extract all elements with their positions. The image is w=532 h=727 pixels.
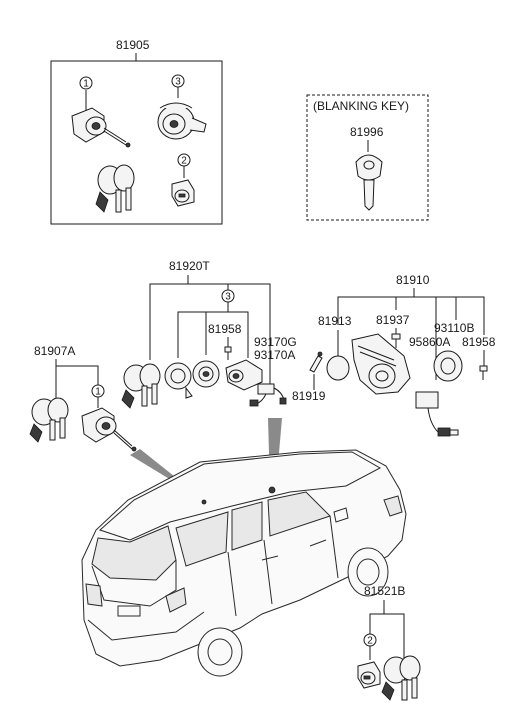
callout-3b-text: 3 [225,292,231,303]
key-set-81920T-icon [121,363,161,409]
vehicle-illustration [81,449,407,677]
label-93110B[interactable]: 93110B [434,321,474,335]
front-wheel-icon [347,547,389,597]
screw-81958-left-icon [224,346,232,360]
blanking-key-title[interactable]: (BLANKING KEY) [313,99,409,113]
glove-box-cylinder-icon [171,179,195,207]
pin-81919-icon [309,351,323,373]
key-set-81907A-icon [29,397,69,443]
rear-door-window-icon [231,501,263,551]
group-81905: 81905 1 3 2 [50,38,223,225]
rear-side-window-icon [175,511,229,567]
cover-81913-icon [326,355,350,381]
antenna-ring-icon [164,362,193,399]
lock-location-front-icon [268,486,276,494]
tail-light-right-icon [165,587,187,613]
group-81907A: 81907A 1 [29,344,137,452]
label-95860A[interactable]: 95860A [409,335,450,349]
steering-lock-body-icon [351,333,411,395]
callout-3-text: 3 [175,77,181,88]
rear-window-icon [91,525,177,581]
key-set-icon [95,164,135,213]
ignition-cylinder-81920T-icon [192,360,220,388]
box-81905 [50,60,223,225]
label-81958-left[interactable]: 81958 [208,322,242,336]
group-81920T: 81920T 3 81958 93170G 93170A [121,259,297,409]
label-93170A[interactable]: 93170A [254,348,295,362]
label-81905[interactable]: 81905 [116,38,150,52]
door-cylinder-81907A-icon [81,407,137,452]
rear-wheel-icon [197,627,243,677]
label-81907A[interactable]: 81907A [34,344,75,358]
ignition-lock-cylinder-icon [157,102,207,140]
screw-81937-icon [391,333,401,348]
lock-body-81920T-icon [225,359,263,391]
license-plate-icon [117,605,141,617]
label-81920T[interactable]: 81920T [169,259,210,273]
callout-1b-text: 1 [95,387,101,398]
headlight-icon [383,495,403,517]
side-mirror-icon [333,507,349,523]
callout-2-text: 2 [181,156,187,167]
car-roof-icon [99,451,382,541]
tail-light-left-icon [85,583,103,607]
group-81521B: 81521B 2 [357,584,421,701]
label-81919[interactable]: 81919 [292,389,326,403]
label-81958-right[interactable]: 81958 [462,335,496,349]
callout-1-text: 1 [83,79,89,90]
screw-81958-right-icon [479,365,488,380]
label-93170G[interactable]: 93170G [254,335,297,349]
label-81910[interactable]: 81910 [396,273,430,287]
label-81996[interactable]: 81996 [350,125,384,139]
callout-2b-text: 2 [367,636,373,647]
box-blanking-key [306,94,429,221]
immobilizer-module-95860A-icon [415,391,459,437]
wiring-93170-icon [249,383,287,407]
label-81913[interactable]: 81913 [318,314,352,328]
antenna-coil-93110B-icon [433,350,463,382]
blank-key-icon [355,154,383,211]
lock-location-rear-icon [201,499,207,505]
key-set-81521B-icon [381,655,421,701]
group-blanking-key: (BLANKING KEY) 81996 [306,94,429,221]
group-81910: 81910 81913 81937 93110B 95860A 81958 81… [292,273,496,437]
glove-box-cylinder-81521B-icon [357,661,381,689]
door-lock-cylinder-icon [71,107,131,148]
callout-1-icon [79,76,93,90]
label-81937[interactable]: 81937 [376,313,410,327]
label-81521B[interactable]: 81521B [364,584,405,598]
